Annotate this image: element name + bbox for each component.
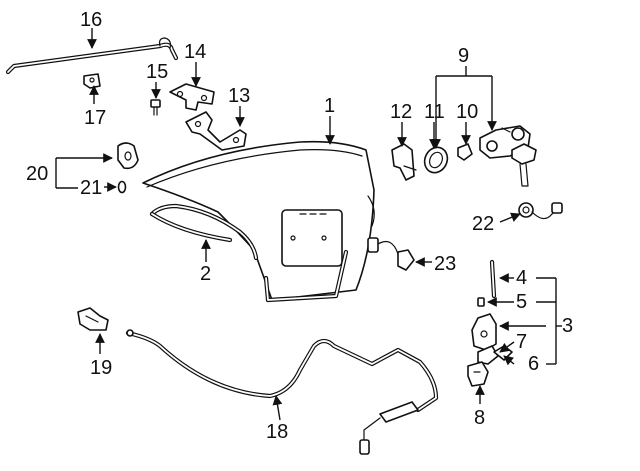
trunk-weatherstrip: [149, 203, 349, 303]
callout-14: 14: [184, 41, 206, 63]
cylinder-retainer: [423, 146, 449, 174]
callout-4: 4: [516, 267, 527, 289]
latch-cover: [477, 345, 499, 365]
callout-10: 10: [456, 101, 478, 123]
rod-clip-small: [477, 297, 485, 307]
callout-8: 8: [474, 407, 485, 429]
callout-23: 23: [434, 253, 456, 275]
lock-bracket: [391, 143, 417, 181]
hole-plug: [117, 180, 127, 194]
release-cable: [125, 329, 439, 455]
callout-7: 7: [516, 331, 527, 353]
callout-19: 19: [90, 357, 112, 379]
callout-18: 18: [266, 421, 288, 443]
release-lever: [77, 307, 109, 331]
callout-6: 6: [528, 353, 539, 375]
callout-1: 1: [324, 95, 335, 117]
callout-labels: 16 17 15 14 13 1 12 11 10 9 20 21 2 22 2…: [26, 9, 573, 443]
striker: [467, 361, 489, 387]
callout-16: 16: [80, 9, 102, 31]
latch-rod: [489, 259, 497, 299]
trunk-hinge: [185, 111, 247, 151]
cushion-bumper: [117, 142, 139, 170]
callout-9: 9: [458, 45, 469, 67]
torsion-bar-rod: [5, 37, 179, 75]
courtesy-switch: [518, 202, 563, 220]
leader-lines: [55, 28, 562, 421]
callout-13: 13: [228, 85, 250, 107]
callout-11: 11: [424, 101, 445, 123]
lamp-socket: [367, 237, 415, 271]
hinge-bolt: [150, 99, 161, 116]
callout-15: 15: [146, 61, 168, 83]
rod-clip: [83, 73, 101, 89]
callout-2: 2: [200, 263, 211, 285]
callout-21: 21: [80, 177, 102, 199]
callout-12: 12: [390, 101, 412, 123]
trunk-latch: [471, 313, 497, 351]
trunk-lid: [142, 140, 375, 301]
callout-17: 17: [84, 107, 106, 129]
lock-clip: [457, 143, 473, 161]
callout-3: 3: [562, 315, 573, 337]
lock-cylinder: [479, 125, 537, 187]
callout-20: 20: [26, 163, 48, 185]
hinge-bracket: [169, 83, 215, 111]
callout-5: 5: [516, 291, 527, 313]
callout-22: 22: [472, 213, 494, 235]
